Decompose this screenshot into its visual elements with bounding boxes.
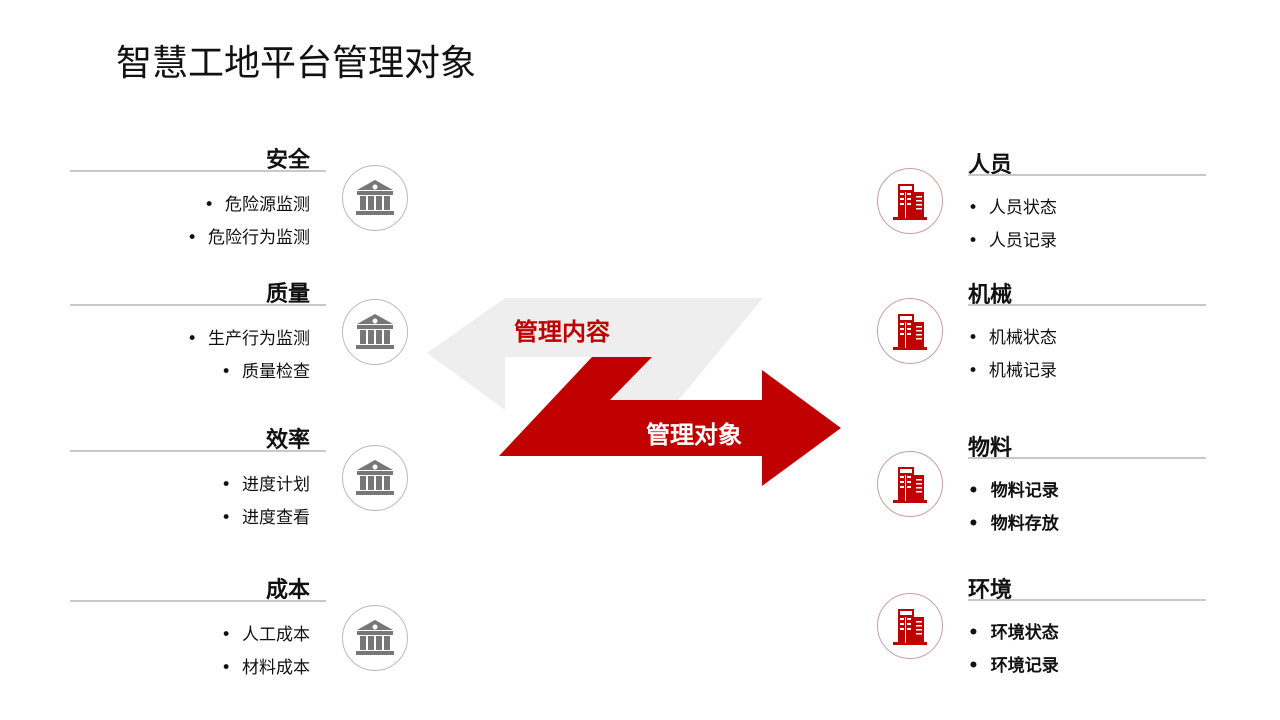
list-item: • 危险源监测 (204, 195, 310, 215)
divider (968, 457, 1206, 459)
list-item-label: 进度计划 (242, 475, 310, 495)
building-icon (877, 451, 943, 517)
list-item: • 进度查看 (221, 508, 310, 528)
group-heading: 物料 (968, 436, 1013, 461)
group-heading: 安全 (265, 148, 310, 173)
list-item-label: 机械记录 (988, 361, 1057, 381)
group-heading: 机械 (968, 283, 1013, 308)
list-item-label: 人工成本 (242, 625, 310, 645)
list-item: • 材料成本 (221, 658, 310, 678)
list-item: • 质量检查 (221, 362, 310, 382)
list-item: • 机械记录 (968, 361, 1057, 381)
group-heading: 效率 (265, 428, 310, 453)
list-item: • 物料记录 (968, 481, 1059, 501)
divider (70, 170, 326, 172)
list-item: • 进度计划 (221, 475, 310, 495)
list-item-label: 物料存放 (990, 514, 1059, 534)
bank-icon (342, 165, 408, 231)
list-item: • 危险行为监测 (187, 228, 310, 248)
building-icon (877, 168, 943, 234)
page-title: 智慧工地平台管理对象 (116, 43, 477, 84)
list-item-label: 机械状态 (988, 328, 1057, 348)
divider (968, 174, 1206, 176)
content-arrow-label: 管理内容 (514, 318, 610, 346)
divider (968, 304, 1206, 306)
bank-icon (342, 299, 408, 365)
list-item: • 环境记录 (968, 656, 1059, 676)
list-item: • 人员记录 (968, 231, 1057, 251)
divider (968, 599, 1206, 601)
list-item-label: 环境记录 (990, 656, 1059, 676)
content-arrow (427, 298, 763, 420)
list-item-label: 环境状态 (990, 623, 1059, 643)
bank-icon (342, 605, 408, 671)
divider (70, 600, 326, 602)
list-item-label: 危险源监测 (225, 195, 310, 215)
object-arrow (499, 357, 841, 486)
list-item: • 人工成本 (221, 625, 310, 645)
list-item-label: 生产行为监测 (208, 329, 310, 349)
list-item-label: 进度查看 (242, 508, 310, 528)
group-heading: 环境 (968, 578, 1013, 603)
list-item: • 物料存放 (968, 514, 1059, 534)
list-item-label: 危险行为监测 (208, 228, 310, 248)
group-heading: 人员 (968, 153, 1013, 178)
list-item-label: 质量检查 (242, 362, 310, 382)
list-item-label: 物料记录 (990, 481, 1059, 501)
object-arrow-label: 管理对象 (646, 421, 742, 449)
list-item: • 人员状态 (968, 198, 1057, 218)
list-item-label: 人员记录 (988, 231, 1057, 251)
divider (70, 450, 326, 452)
list-item: • 机械状态 (968, 328, 1057, 348)
group-heading: 质量 (265, 282, 310, 307)
list-item: • 生产行为监测 (187, 329, 310, 349)
list-item: • 环境状态 (968, 623, 1059, 643)
list-item-label: 人员状态 (988, 198, 1057, 218)
building-icon (877, 298, 943, 364)
bank-icon (342, 445, 408, 511)
building-icon (877, 593, 943, 659)
group-heading: 成本 (265, 578, 310, 603)
divider (70, 304, 326, 306)
list-item-label: 材料成本 (242, 658, 310, 678)
